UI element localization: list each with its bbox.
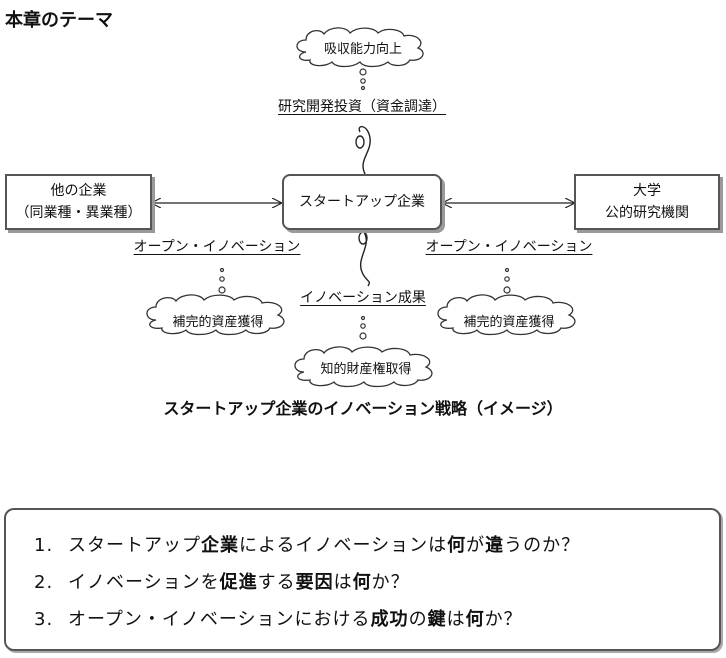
cloud-top-shape xyxy=(296,27,424,68)
dot-left-1 xyxy=(218,286,226,294)
node-university: 大学 公的研究機関 xyxy=(574,174,720,230)
question-text: は xyxy=(333,572,353,593)
question-text: か？ xyxy=(484,609,523,630)
dot-top-2 xyxy=(360,78,366,84)
question-text: か？ xyxy=(371,572,410,593)
dot-left-2 xyxy=(219,276,225,282)
cloud-bottom-shape xyxy=(294,346,433,388)
diagram-caption: スタートアップ企業のイノベーション戦略（イメージ） xyxy=(163,399,563,418)
question-number: 1. xyxy=(34,535,54,556)
node-startup: スタートアップ企業 xyxy=(282,174,442,230)
question-1: 1. スタートアップ企業によるイノベーションは何が違うのか？ xyxy=(34,531,580,557)
node-university-line1: 大学 xyxy=(633,183,661,199)
node-other-companies: 他の企業 （同業種・異業種） xyxy=(5,174,152,230)
question-text-bold: 要因 xyxy=(295,572,334,593)
label-innovation-outcome: イノベーション成果 xyxy=(300,290,426,306)
dot-right-2 xyxy=(504,276,510,282)
node-startup-label: スタートアップ企業 xyxy=(299,194,425,210)
question-text: の xyxy=(408,609,428,630)
dot-bottom-3 xyxy=(360,315,366,321)
question-text: うのか？ xyxy=(504,535,581,556)
question-text: が xyxy=(466,535,486,556)
question-text-bold: 違 xyxy=(485,535,505,556)
squiggle-top xyxy=(358,125,371,175)
label-open-innovation-right: オープン・イノベーション xyxy=(425,239,593,255)
question-text-bold: 何 xyxy=(447,535,467,556)
question-text: は xyxy=(446,609,466,630)
squiggle-bottom xyxy=(359,231,371,287)
dot-top-1 xyxy=(359,68,367,76)
question-text: オープン・イノベーションにおける xyxy=(68,609,371,630)
dot-bottom-1 xyxy=(359,332,367,340)
question-text-bold: 鍵 xyxy=(427,609,447,630)
label-rd-investment: 研究開発投資（資金調達） xyxy=(278,99,446,115)
dot-right-1 xyxy=(503,286,511,294)
node-other-companies-line1: 他の企業 xyxy=(50,183,107,199)
question-text: によるイノベーションは xyxy=(239,535,448,556)
cloud-right-shape xyxy=(437,294,576,336)
dot-top-3 xyxy=(360,85,366,91)
question-text: イノベーションを xyxy=(68,572,220,593)
squiggle-top-end xyxy=(355,135,365,149)
dot-bottom-2 xyxy=(360,323,366,329)
squiggle-bottom-start xyxy=(358,231,368,245)
page-title: 本章のテーマ xyxy=(5,10,113,31)
cloud-left-text: 補完的資産獲得 xyxy=(172,315,264,330)
label-open-innovation-left: オープン・イノベーション xyxy=(133,239,301,255)
question-text: スタートアップ xyxy=(68,535,201,556)
dot-left-3 xyxy=(219,267,225,273)
cloud-left-shape xyxy=(146,294,285,336)
node-other-companies-line2: （同業種・異業種） xyxy=(15,205,142,221)
question-text-bold: 何 xyxy=(465,609,485,630)
cloud-bottom-text: 知的財産権取得 xyxy=(320,362,412,377)
question-text-bold: 何 xyxy=(352,572,372,593)
cloud-right-text: 補完的資産獲得 xyxy=(463,315,555,330)
question-number: 2. xyxy=(34,572,54,593)
cloud-top-text: 吸収能力向上 xyxy=(323,42,402,57)
question-2: 2. イノベーションを促進する要因は何か？ xyxy=(34,568,410,594)
diagram-canvas xyxy=(146,27,576,388)
question-3: 3. オープン・イノベーションにおける成功の鍵は何か？ xyxy=(34,605,523,631)
question-text-bold: 成功 xyxy=(370,609,409,630)
question-text-bold: 促進 xyxy=(219,572,258,593)
question-text-bold: 企業 xyxy=(201,535,239,556)
node-university-line2: 公的研究機関 xyxy=(605,205,689,221)
dot-right-3 xyxy=(504,267,510,273)
question-text: する xyxy=(257,572,296,593)
questions-box: 1.スタートアップ企業によるイノベーションは何が違うのか？ 2.イノベーションを… xyxy=(4,508,721,651)
question-number: 3. xyxy=(34,609,54,630)
